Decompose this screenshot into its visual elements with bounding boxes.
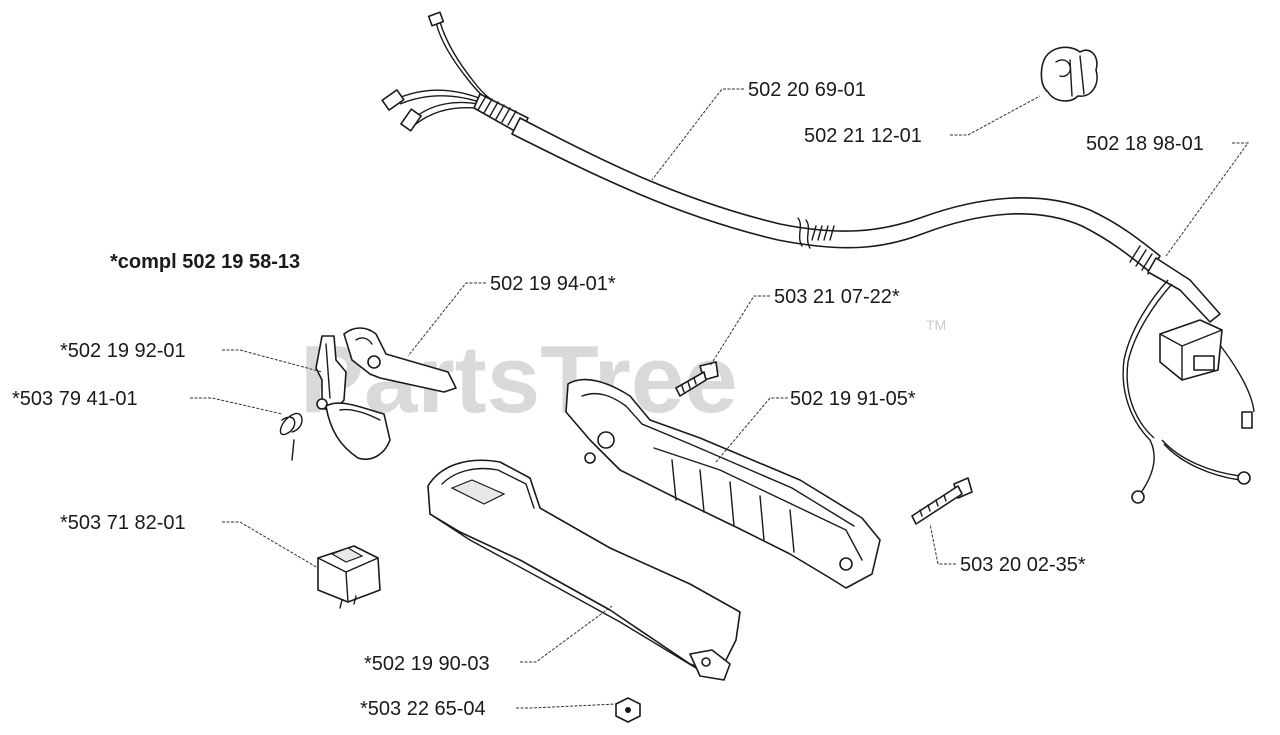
label-handle-right[interactable]: 502 19 91-05* — [790, 388, 916, 410]
screw-top-part — [675, 361, 719, 397]
label-handle-left[interactable]: *502 19 90-03 — [364, 653, 490, 675]
label-cable-harness[interactable]: 502 20 69-01 — [748, 79, 866, 101]
label-wire-connector[interactable]: 502 18 98-01 — [1086, 133, 1204, 155]
label-grommet[interactable]: 502 21 12-01 — [804, 125, 922, 147]
handle-left-part — [427, 459, 741, 681]
leader-lines — [190, 88, 1249, 709]
label-spring[interactable]: *503 79 41-01 — [12, 388, 138, 410]
label-switch[interactable]: *503 71 82-01 — [60, 512, 186, 534]
spring-part — [279, 412, 303, 461]
nut-part — [615, 697, 641, 723]
label-screw-top[interactable]: 503 21 07-22* — [774, 286, 900, 308]
cable-harness-part — [381, 11, 1221, 323]
switch-part — [317, 545, 381, 609]
label-screw-bottom[interactable]: 503 20 02-35* — [960, 554, 1086, 576]
grommet-part — [1040, 46, 1098, 102]
label-lockout-lever[interactable]: *502 19 92-01 — [60, 340, 186, 362]
screw-bottom-part — [911, 477, 973, 525]
label-nut[interactable]: *503 22 65-04 — [360, 698, 486, 720]
trigger-part — [325, 327, 457, 460]
label-trigger[interactable]: 502 19 94-01* — [490, 273, 616, 295]
wire-connector-part — [1122, 279, 1255, 504]
handle-right-part — [565, 378, 881, 589]
kit-label: *compl 502 19 58-13 — [110, 251, 300, 273]
watermark-trademark: TM — [926, 317, 946, 333]
